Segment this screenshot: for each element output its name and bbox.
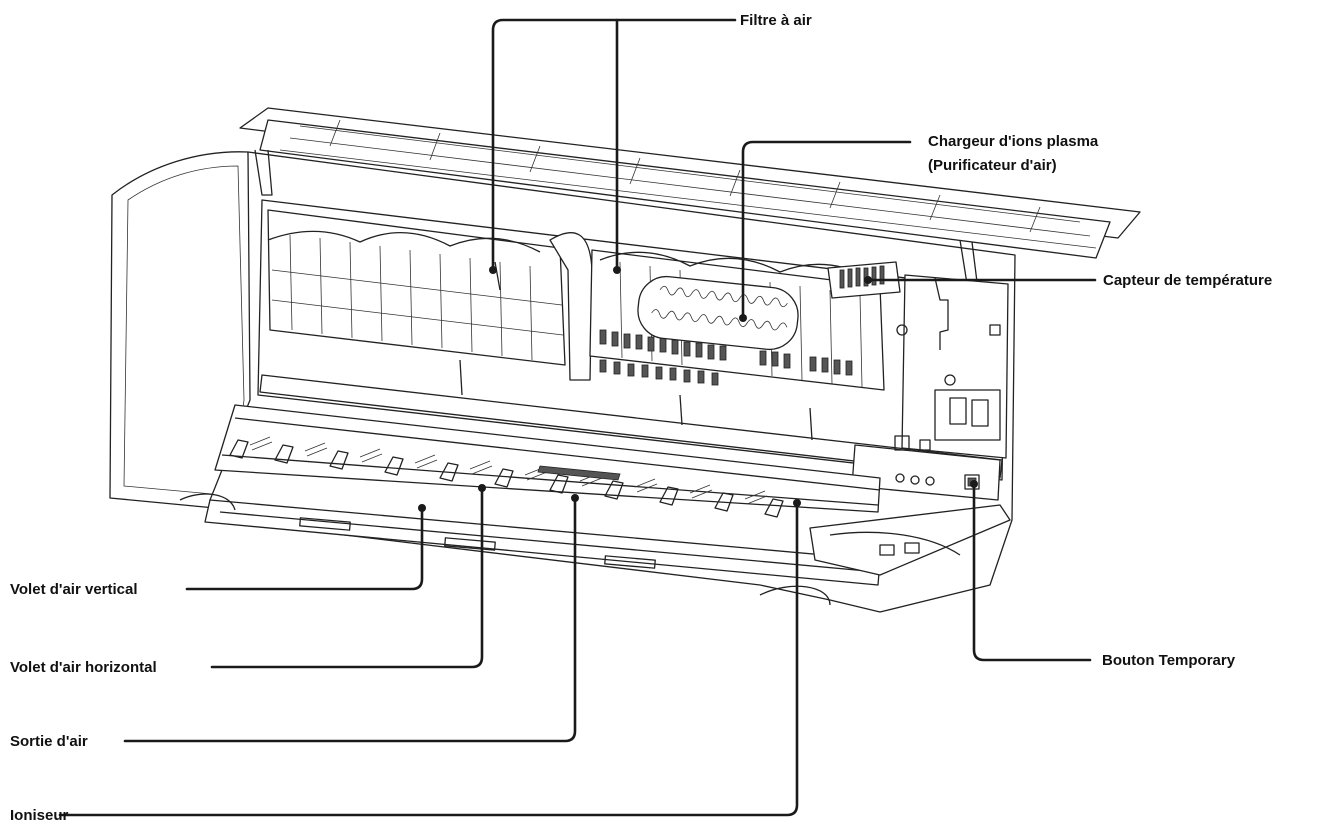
label-temporary-button: Bouton Temporary [1102, 652, 1236, 669]
label-vertical-louver: Volet d'air vertical [10, 581, 138, 598]
leader-vertical-louver [185, 508, 424, 591]
leader-plasma-charger [741, 140, 912, 318]
callout-labels: Filtre à air Chargeur d'ions plasma (Pur… [10, 12, 1272, 824]
label-air-outlet: Sortie d'air [10, 733, 88, 750]
leader-temporary-button [972, 484, 1092, 662]
label-plasma-charger-line2: (Purificateur d'air) [928, 157, 1057, 174]
label-ionizer: Ioniseur [10, 807, 69, 824]
leader-air-filter [491, 18, 737, 270]
label-horizontal-louver: Volet d'air horizontal [10, 659, 157, 676]
indoor-unit-illustration [109, 107, 1141, 613]
leader-air-outlet [123, 498, 577, 743]
leader-lines [58, 18, 1097, 817]
plasma-ion-charger [637, 275, 799, 351]
air-filter-left [267, 209, 566, 366]
leader-horizontal-louver [210, 488, 484, 669]
label-plasma-charger-line1: Chargeur d'ions plasma [928, 133, 1099, 150]
air-outlet-louvers [214, 404, 881, 518]
label-temperature-sensor: Capteur de température [1103, 272, 1272, 289]
label-air-filter: Filtre à air [740, 12, 812, 29]
leader-ionizer [58, 503, 799, 817]
